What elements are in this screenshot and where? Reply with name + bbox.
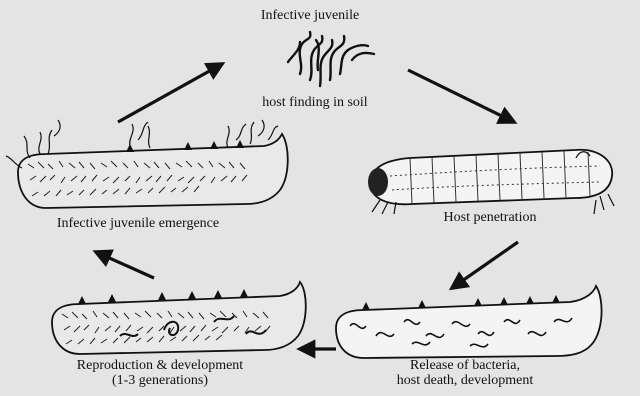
label-reproduction-line1: Reproduction & development [20,358,300,373]
larva-head [368,168,388,196]
label-infective-juvenile-emergence: Infective juvenile emergence [18,216,258,231]
label-release-line2: host death, development [345,373,585,388]
label-host-finding: host finding in soil [230,95,400,110]
label-release: Release of bacteria, host death, develop… [345,358,585,388]
label-release-line1: Release of bacteria, [345,358,585,373]
label-reproduction: Reproduction & development (1-3 generati… [20,358,300,388]
label-infective-juvenile: Infective juvenile [240,8,380,23]
label-host-penetration: Host penetration [420,210,560,225]
label-reproduction-line2: (1-3 generations) [20,373,300,388]
